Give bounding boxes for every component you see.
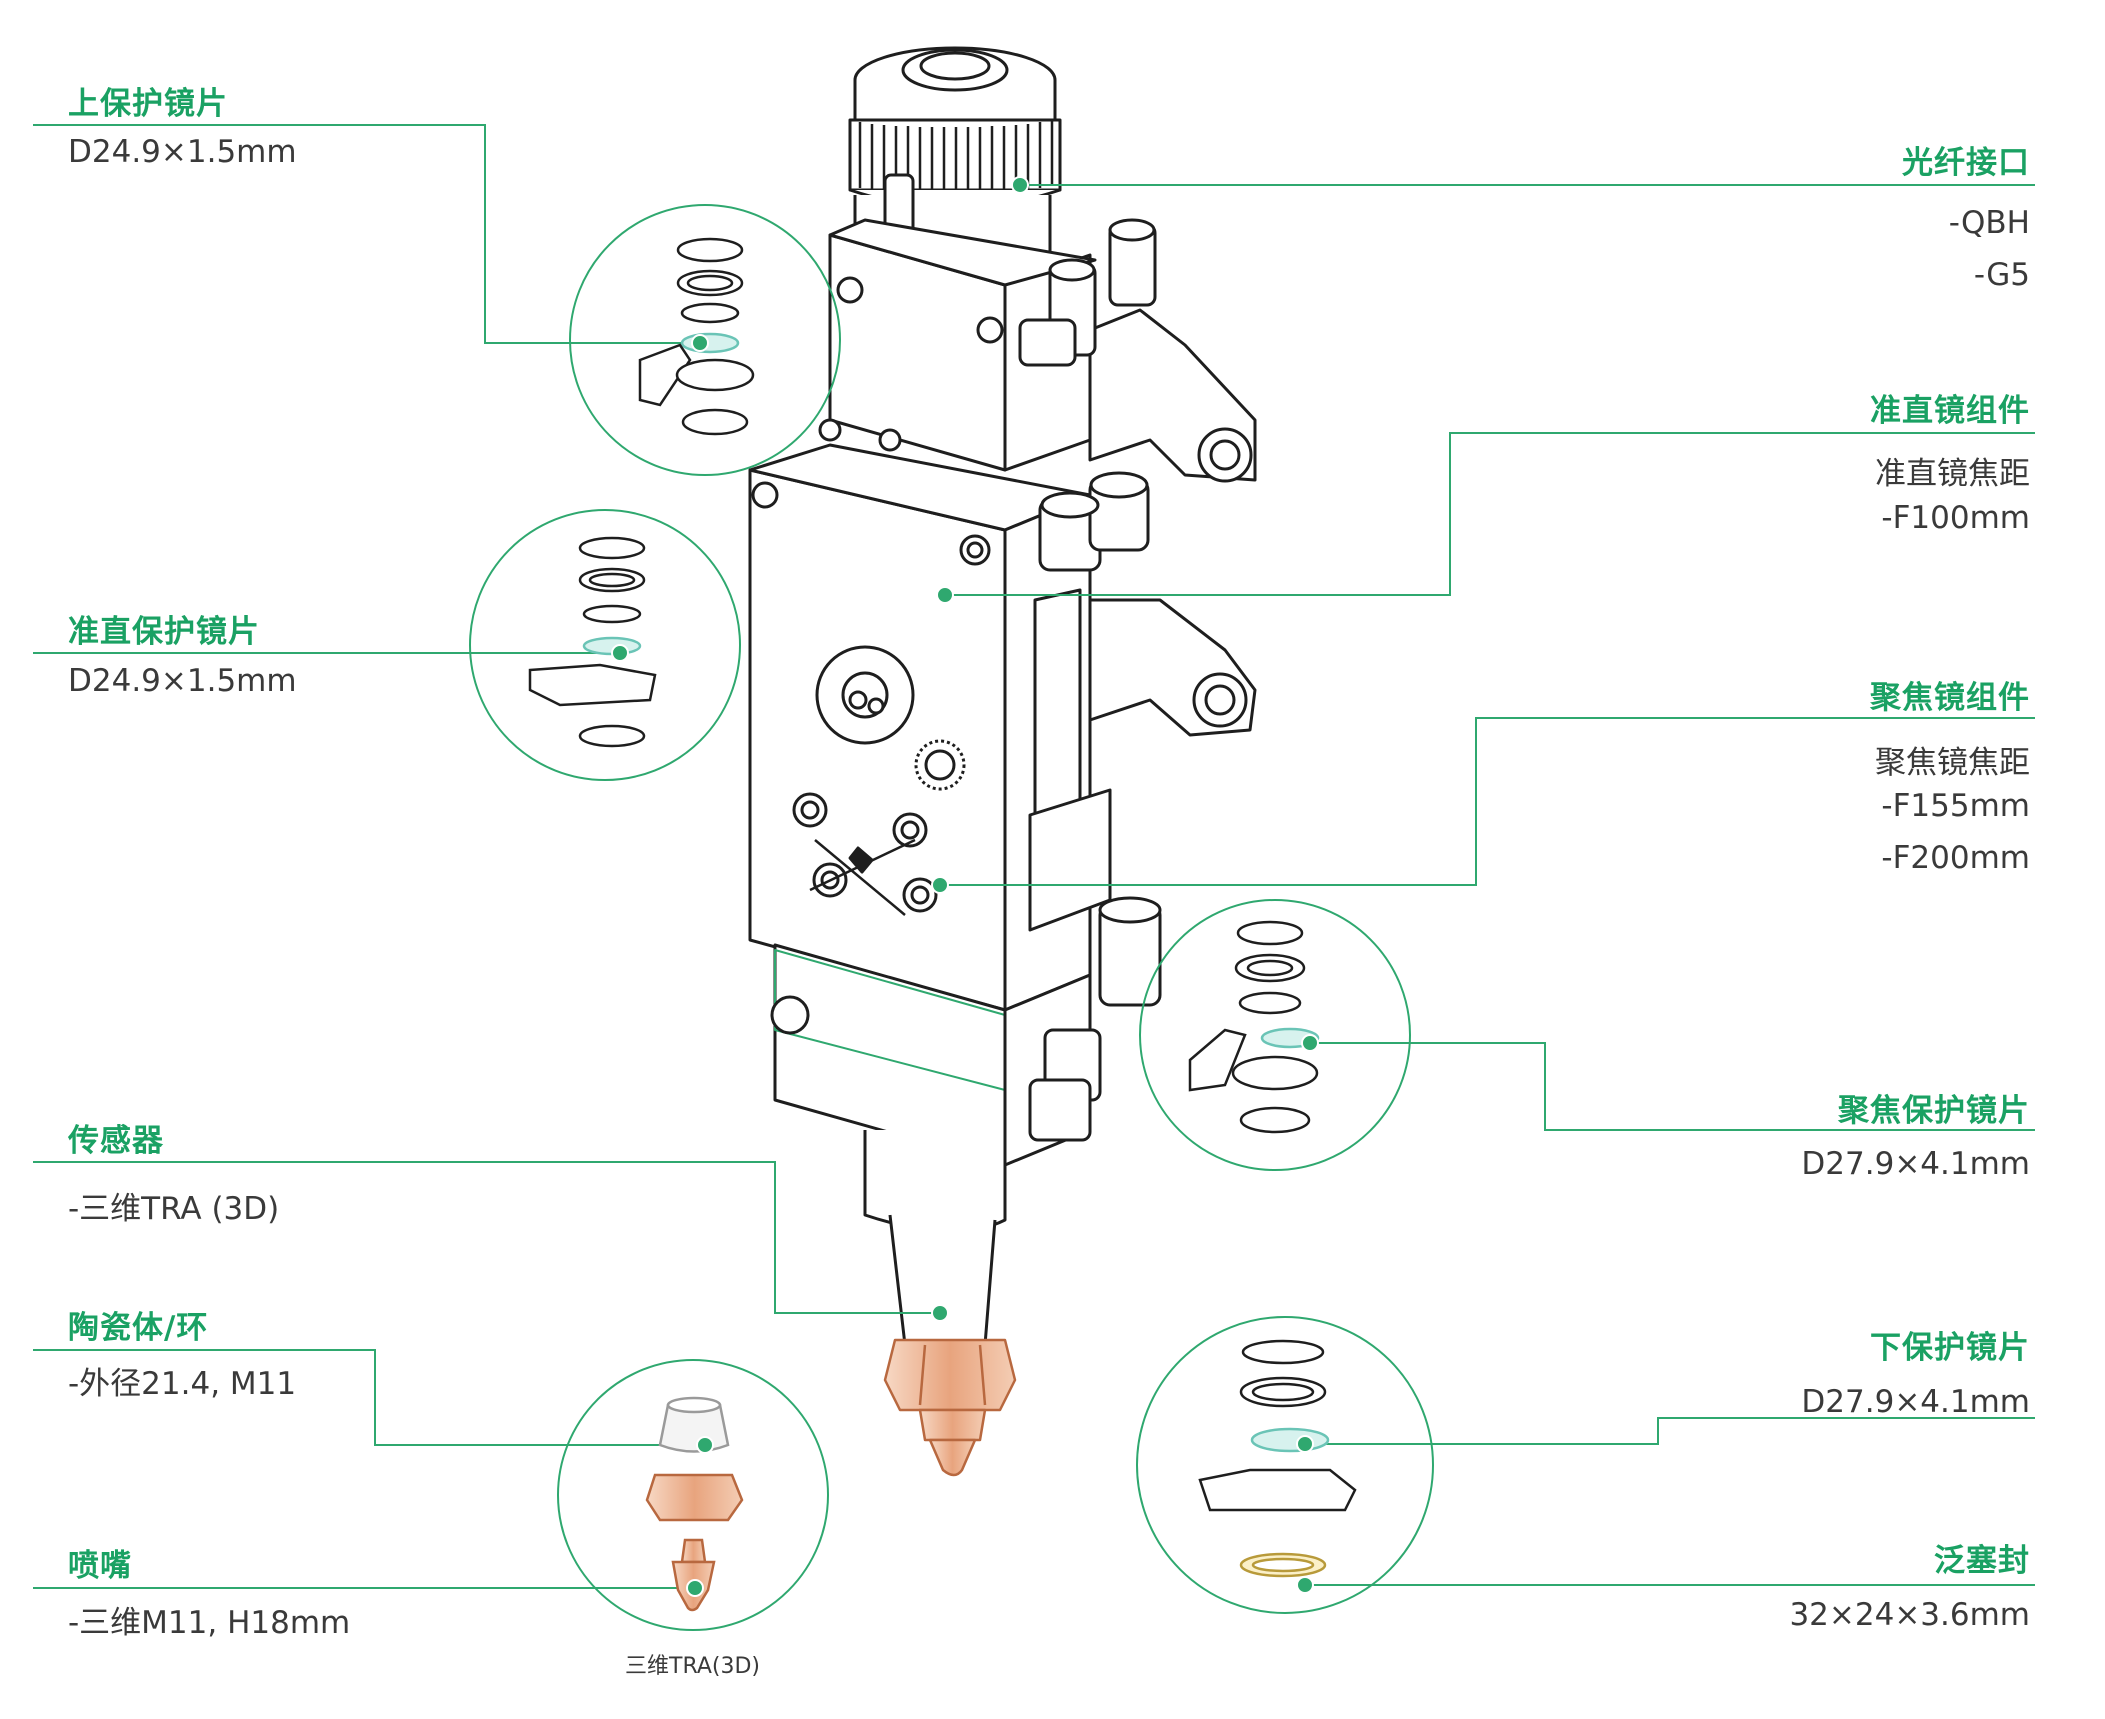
nozzle-title: 喷嘴: [68, 1548, 132, 1584]
lower-protective-lens-title: 下保护镜片: [1870, 1330, 2030, 1366]
ceramic-caption: 三维TRA(3D): [625, 1654, 760, 1679]
ceramic-ring-icon: [645, 1396, 744, 1522]
focusing-assembly-spec-1: 聚焦镜焦距: [1875, 745, 2030, 781]
collimating-assembly-title: 准直镜组件: [1870, 393, 2030, 429]
fiber-interface-spec-1: -QBH: [1948, 205, 2030, 241]
focusing-protective-lens-title: 聚焦保护镜片: [1838, 1093, 2030, 1129]
sensor-title: 传感器: [68, 1123, 164, 1159]
collimating-assembly-spec-1: 准直镜焦距: [1875, 456, 2030, 492]
bellows-seal-title: 泛塞封: [1934, 1543, 2030, 1579]
nozzle-spec: -三维M11, H18mm: [68, 1605, 351, 1641]
lower-protective-lens-spec: D27.9×4.1mm: [1801, 1384, 2030, 1420]
laser-head-drawing: [748, 46, 1257, 1357]
lens-drawer-icon: [638, 237, 755, 436]
collimating-protective-lens-spec: D24.9×1.5mm: [68, 663, 297, 699]
nozzle-drawing: [883, 1338, 1017, 1477]
fiber-interface-title: 光纤接口: [1902, 145, 2030, 181]
collimating-assembly-spec-2: -F100mm: [1881, 500, 2030, 536]
lens-drawer-icon: [528, 536, 657, 748]
focusing-assembly-spec-2: -F155mm: [1881, 788, 2030, 824]
sensor-spec: -三维TRA (3D): [68, 1191, 280, 1227]
fiber-interface-spec-2: -G5: [1973, 257, 2030, 293]
collimating-protective-lens-title: 准直保护镜片: [68, 614, 260, 650]
nozzle-icon: [671, 1538, 716, 1612]
focusing-assembly-spec-3: -F200mm: [1881, 840, 2030, 876]
bellows-seal-spec: 32×24×3.6mm: [1789, 1597, 2030, 1633]
ceramic-body-spec: -外径21.4, M11: [68, 1366, 297, 1402]
lens-drawer-icon: [1188, 920, 1320, 1134]
seal-ring-icon: [1198, 1339, 1357, 1578]
upper-protective-lens-spec: D24.9×1.5mm: [68, 134, 297, 170]
upper-protective-lens-title: 上保护镜片: [68, 86, 228, 122]
focusing-protective-lens-spec: D27.9×4.1mm: [1801, 1146, 2030, 1182]
focusing-assembly-title: 聚焦镜组件: [1870, 680, 2030, 716]
ceramic-body-title: 陶瓷体/环: [68, 1310, 209, 1346]
